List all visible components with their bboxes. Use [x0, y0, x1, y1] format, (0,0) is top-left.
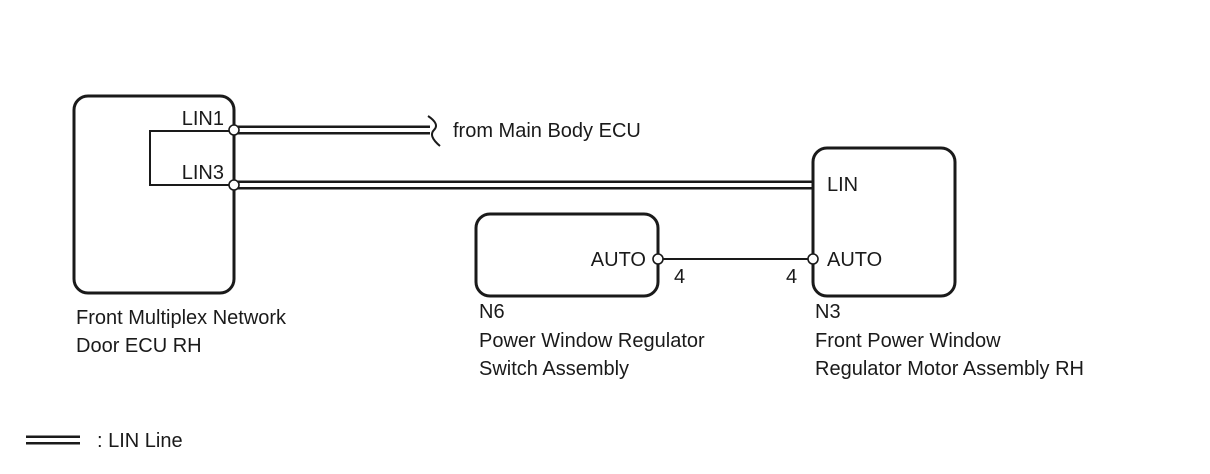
- ecu-pin-lin3-label: LIN3: [182, 162, 224, 184]
- wire-break-mark: [427, 115, 441, 147]
- motor-name-line2: Regulator Motor Assembly RH: [815, 358, 1084, 380]
- motor-pin-auto-label: AUTO: [827, 249, 882, 271]
- switch-pin-auto-label: AUTO: [591, 249, 646, 271]
- motor-auto-terminal: [807, 253, 819, 265]
- ecu-pin-lin1-label: LIN1: [182, 108, 224, 130]
- switch-code: N6: [479, 301, 505, 323]
- switch-name-line1: Power Window Regulator: [479, 330, 705, 352]
- power-window-regulator-switch: AUTO 4 N6 Power Window Regulator Switch …: [474, 212, 705, 380]
- ecu-name-line1: Front Multiplex Network: [76, 307, 287, 329]
- legend-lin-line-label: : LIN Line: [97, 430, 183, 452]
- ecu-name-line2: Door ECU RH: [76, 335, 202, 357]
- ecu-box: [72, 94, 236, 295]
- motor-code: N3: [815, 301, 841, 323]
- ecu-lin1-terminal: [228, 124, 240, 136]
- motor-pin-lin-label: LIN: [827, 174, 858, 196]
- ecu-lin3-terminal: [228, 179, 240, 191]
- ecu-internal-bridge: [149, 130, 230, 186]
- front-power-window-regulator-motor: LIN AUTO 4 N3 Front Power Window Regulat…: [786, 146, 1084, 380]
- motor-name-line1: Front Power Window: [815, 330, 1001, 352]
- legend: : LIN Line: [26, 430, 183, 452]
- motor-box: [811, 146, 957, 298]
- from-main-body-ecu-label: from Main Body ECU: [453, 120, 641, 142]
- front-multiplex-network-door-ecu: LIN1 LIN3 Front Multiplex Network Door E…: [72, 94, 287, 357]
- switch-auto-terminal: [652, 253, 664, 265]
- lin-line-main-body: from Main Body ECU: [236, 115, 641, 147]
- motor-pin-number: 4: [786, 266, 797, 288]
- switch-pin-number: 4: [674, 266, 685, 288]
- switch-name-line2: Switch Assembly: [479, 358, 629, 380]
